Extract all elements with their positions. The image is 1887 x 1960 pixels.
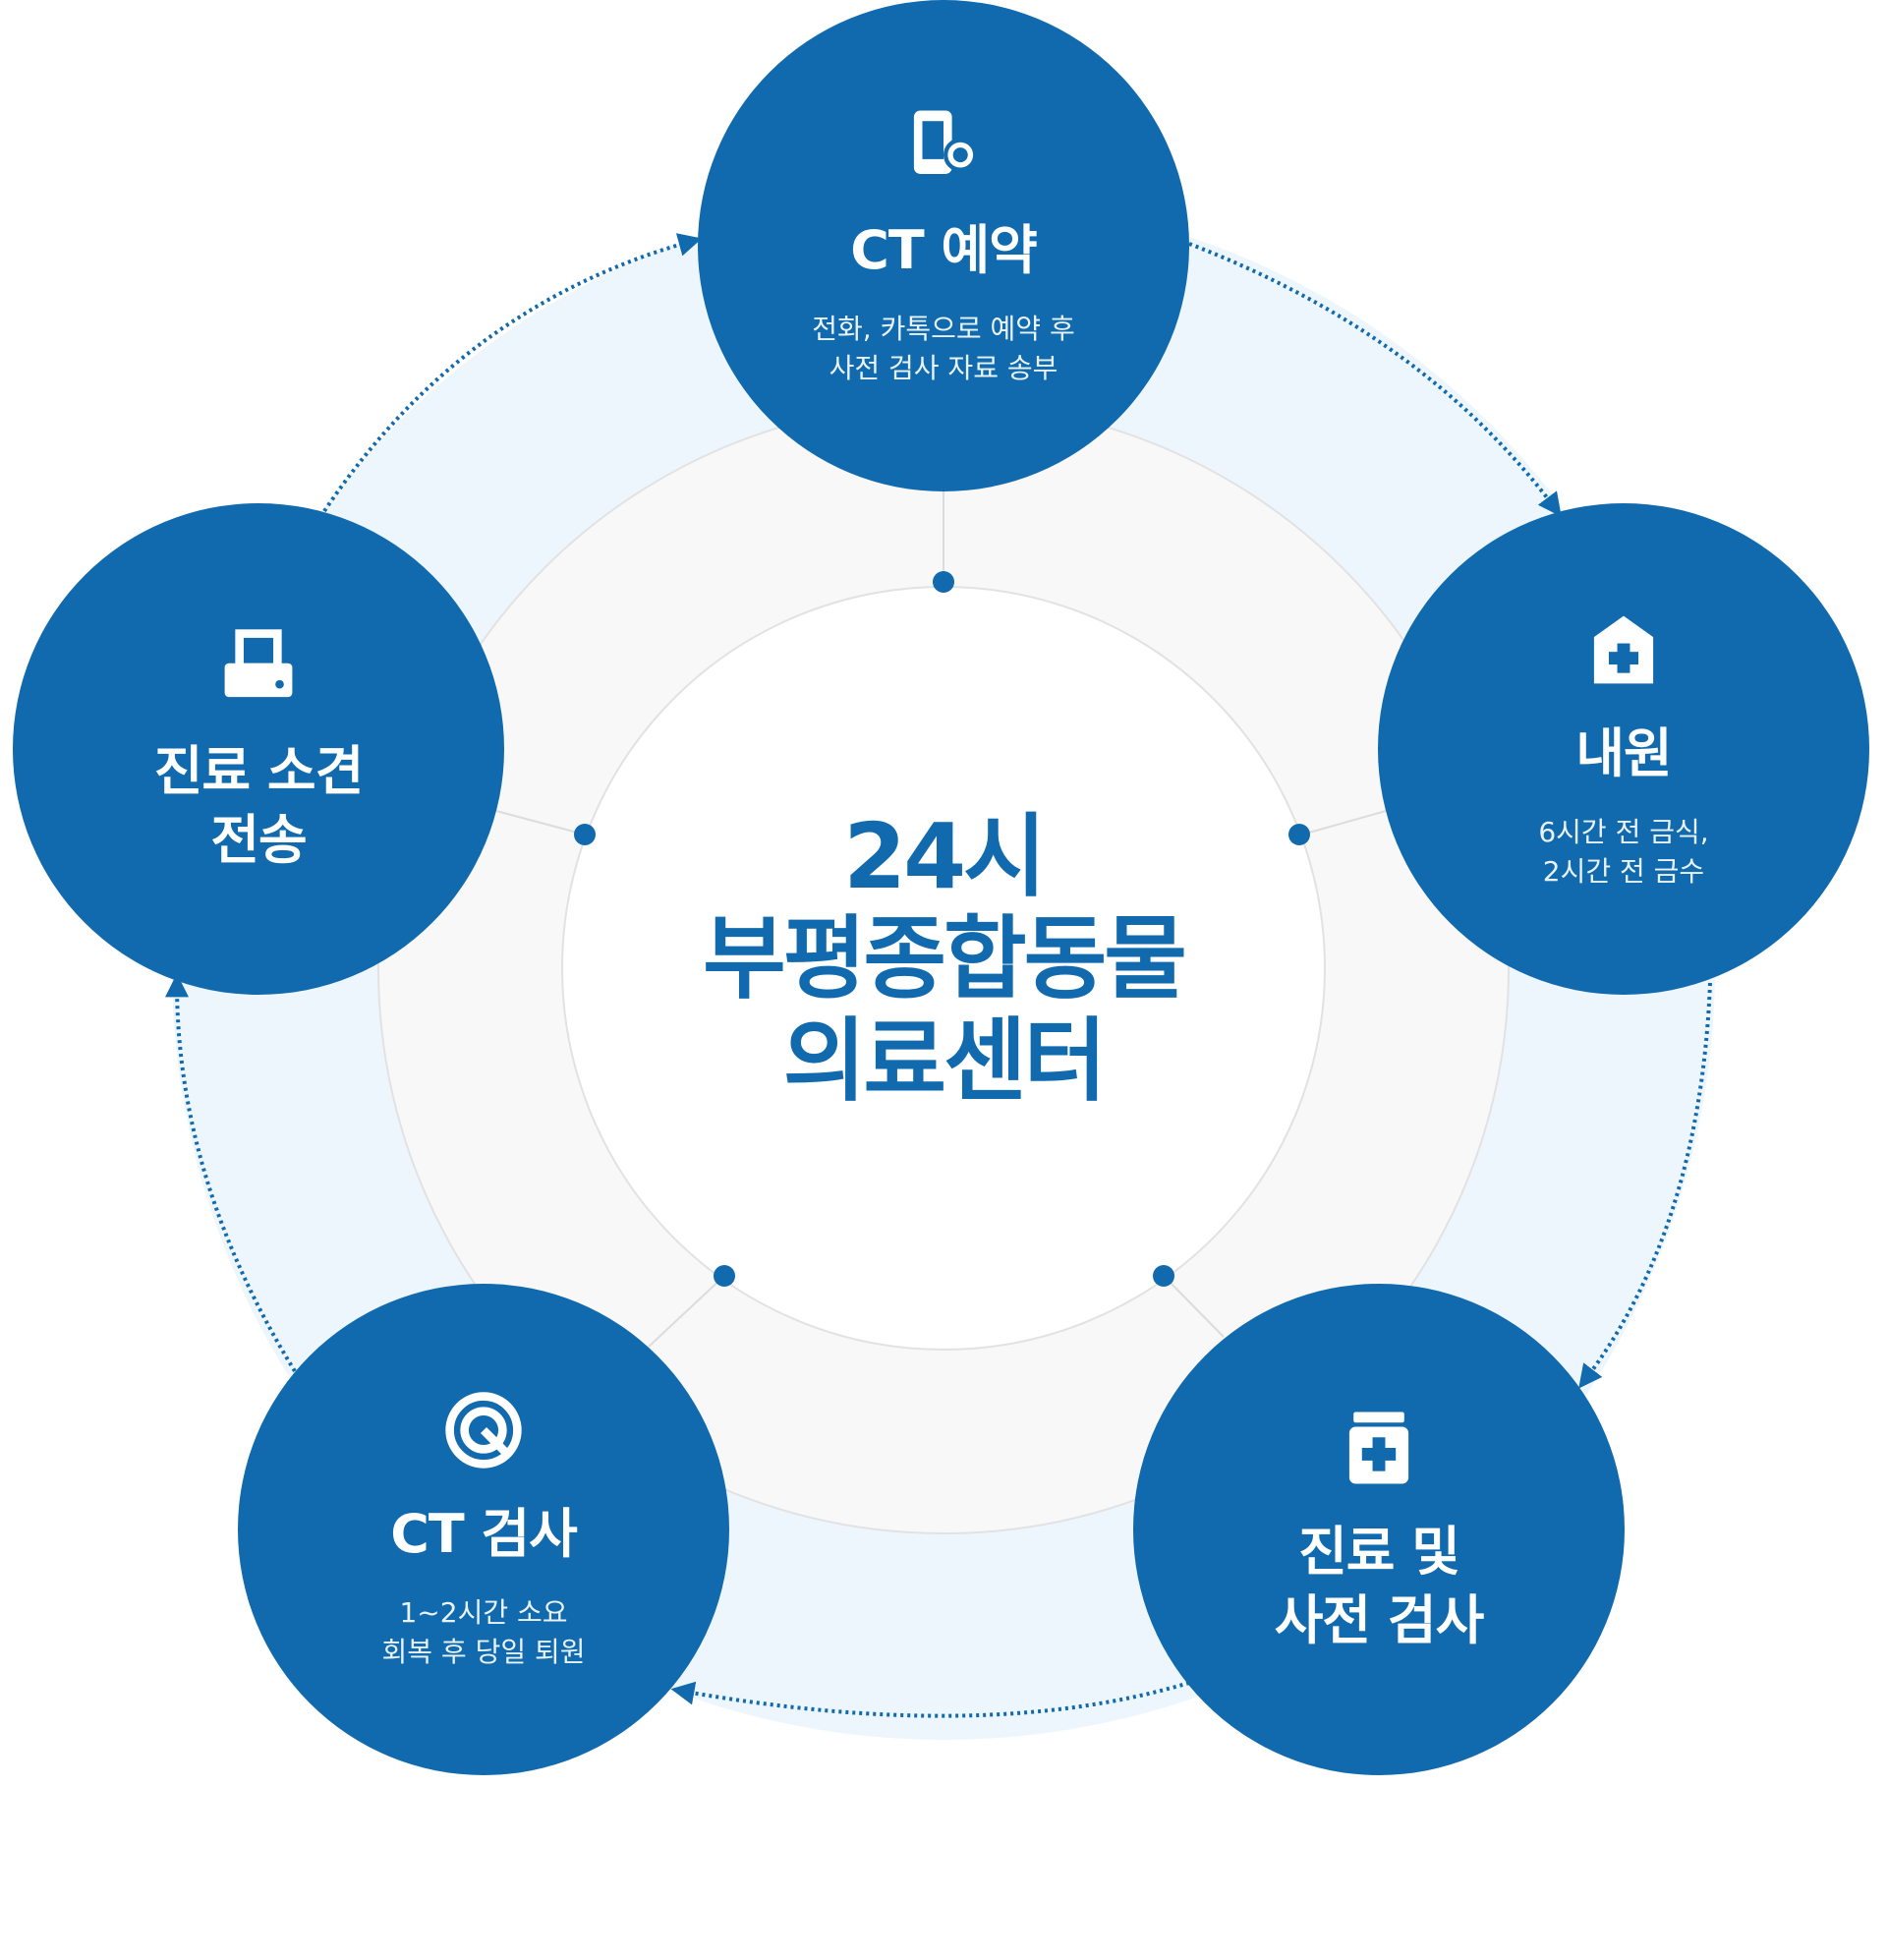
spoke-line xyxy=(495,810,586,836)
spoke-line xyxy=(1163,1275,1225,1338)
step-ct-reservation: CT 예약 전화, 카톡으로 예약 후 사전 검사 자료 송부 xyxy=(698,0,1189,491)
step-title-line: 진료 소견 xyxy=(153,739,365,802)
step-title: 진료 소견 전송 xyxy=(153,737,365,875)
step-desc-line: 6시간 전 금식, xyxy=(1538,815,1709,848)
spoke-dot xyxy=(714,1265,735,1287)
flow-arrow xyxy=(1578,982,1712,1389)
step-desc: 1~2시간 소요 회복 후 당일 퇴원 xyxy=(381,1593,585,1673)
step-title: 내원 xyxy=(1575,722,1672,785)
step-desc-line: 사전 검사 자료 송부 xyxy=(829,352,1058,385)
center-title-line3: 의료센터 xyxy=(782,1008,1108,1114)
step-desc-line: 2시간 전 금수 xyxy=(1542,855,1705,889)
step-ct-exam: CT 검사 1~2시간 소요 회복 후 당일 퇴원 xyxy=(238,1284,729,1775)
spoke-line xyxy=(1301,810,1387,836)
step-title-line: 진료 및 xyxy=(1298,1520,1460,1583)
fax-icon xyxy=(214,623,303,712)
flow-arrow xyxy=(165,973,297,1373)
hospital-icon xyxy=(1579,605,1668,694)
flow-arrow xyxy=(322,233,703,513)
step-desc: 전화, 카톡으로 예약 후 사전 검사 자료 송부 xyxy=(812,310,1074,389)
spoke-dot xyxy=(933,571,954,593)
step-desc-line: 1~2시간 소요 xyxy=(399,1595,568,1629)
center-title-line2: 부평종합동물 xyxy=(703,905,1187,1011)
spoke-dot xyxy=(1153,1265,1174,1287)
step-report-send: 진료 소견 전송 xyxy=(13,503,504,995)
step-title: CT 검사 xyxy=(390,1503,578,1566)
flow-arrow xyxy=(1188,242,1562,517)
spoke-line xyxy=(648,1275,725,1348)
center-title: 24시 부평종합동물 의료센터 xyxy=(600,806,1287,1113)
spoke-dot xyxy=(1288,824,1310,845)
step-treatment-pre-exam: 진료 및 사전 검사 xyxy=(1133,1284,1625,1775)
medicine-box-icon xyxy=(1335,1404,1423,1492)
step-title: CT 예약 xyxy=(850,219,1038,282)
spoke-dot xyxy=(574,824,596,845)
step-visit: 내원 6시간 전 금식, 2시간 전 금수 xyxy=(1378,503,1869,995)
step-title-line: 사전 검사 xyxy=(1274,1589,1485,1651)
phone-search-icon xyxy=(899,102,988,191)
step-desc-line: 전화, 카톡으로 예약 후 xyxy=(812,312,1075,345)
step-title-line: 전송 xyxy=(210,809,307,871)
scan-target-icon xyxy=(439,1386,528,1474)
step-desc: 6시간 전 금식, 2시간 전 금수 xyxy=(1538,813,1708,893)
center-title-line1: 24시 xyxy=(843,804,1047,909)
step-desc-line: 회복 후 당일 퇴원 xyxy=(381,1636,586,1669)
step-title: 진료 및 사전 검사 xyxy=(1274,1518,1485,1655)
